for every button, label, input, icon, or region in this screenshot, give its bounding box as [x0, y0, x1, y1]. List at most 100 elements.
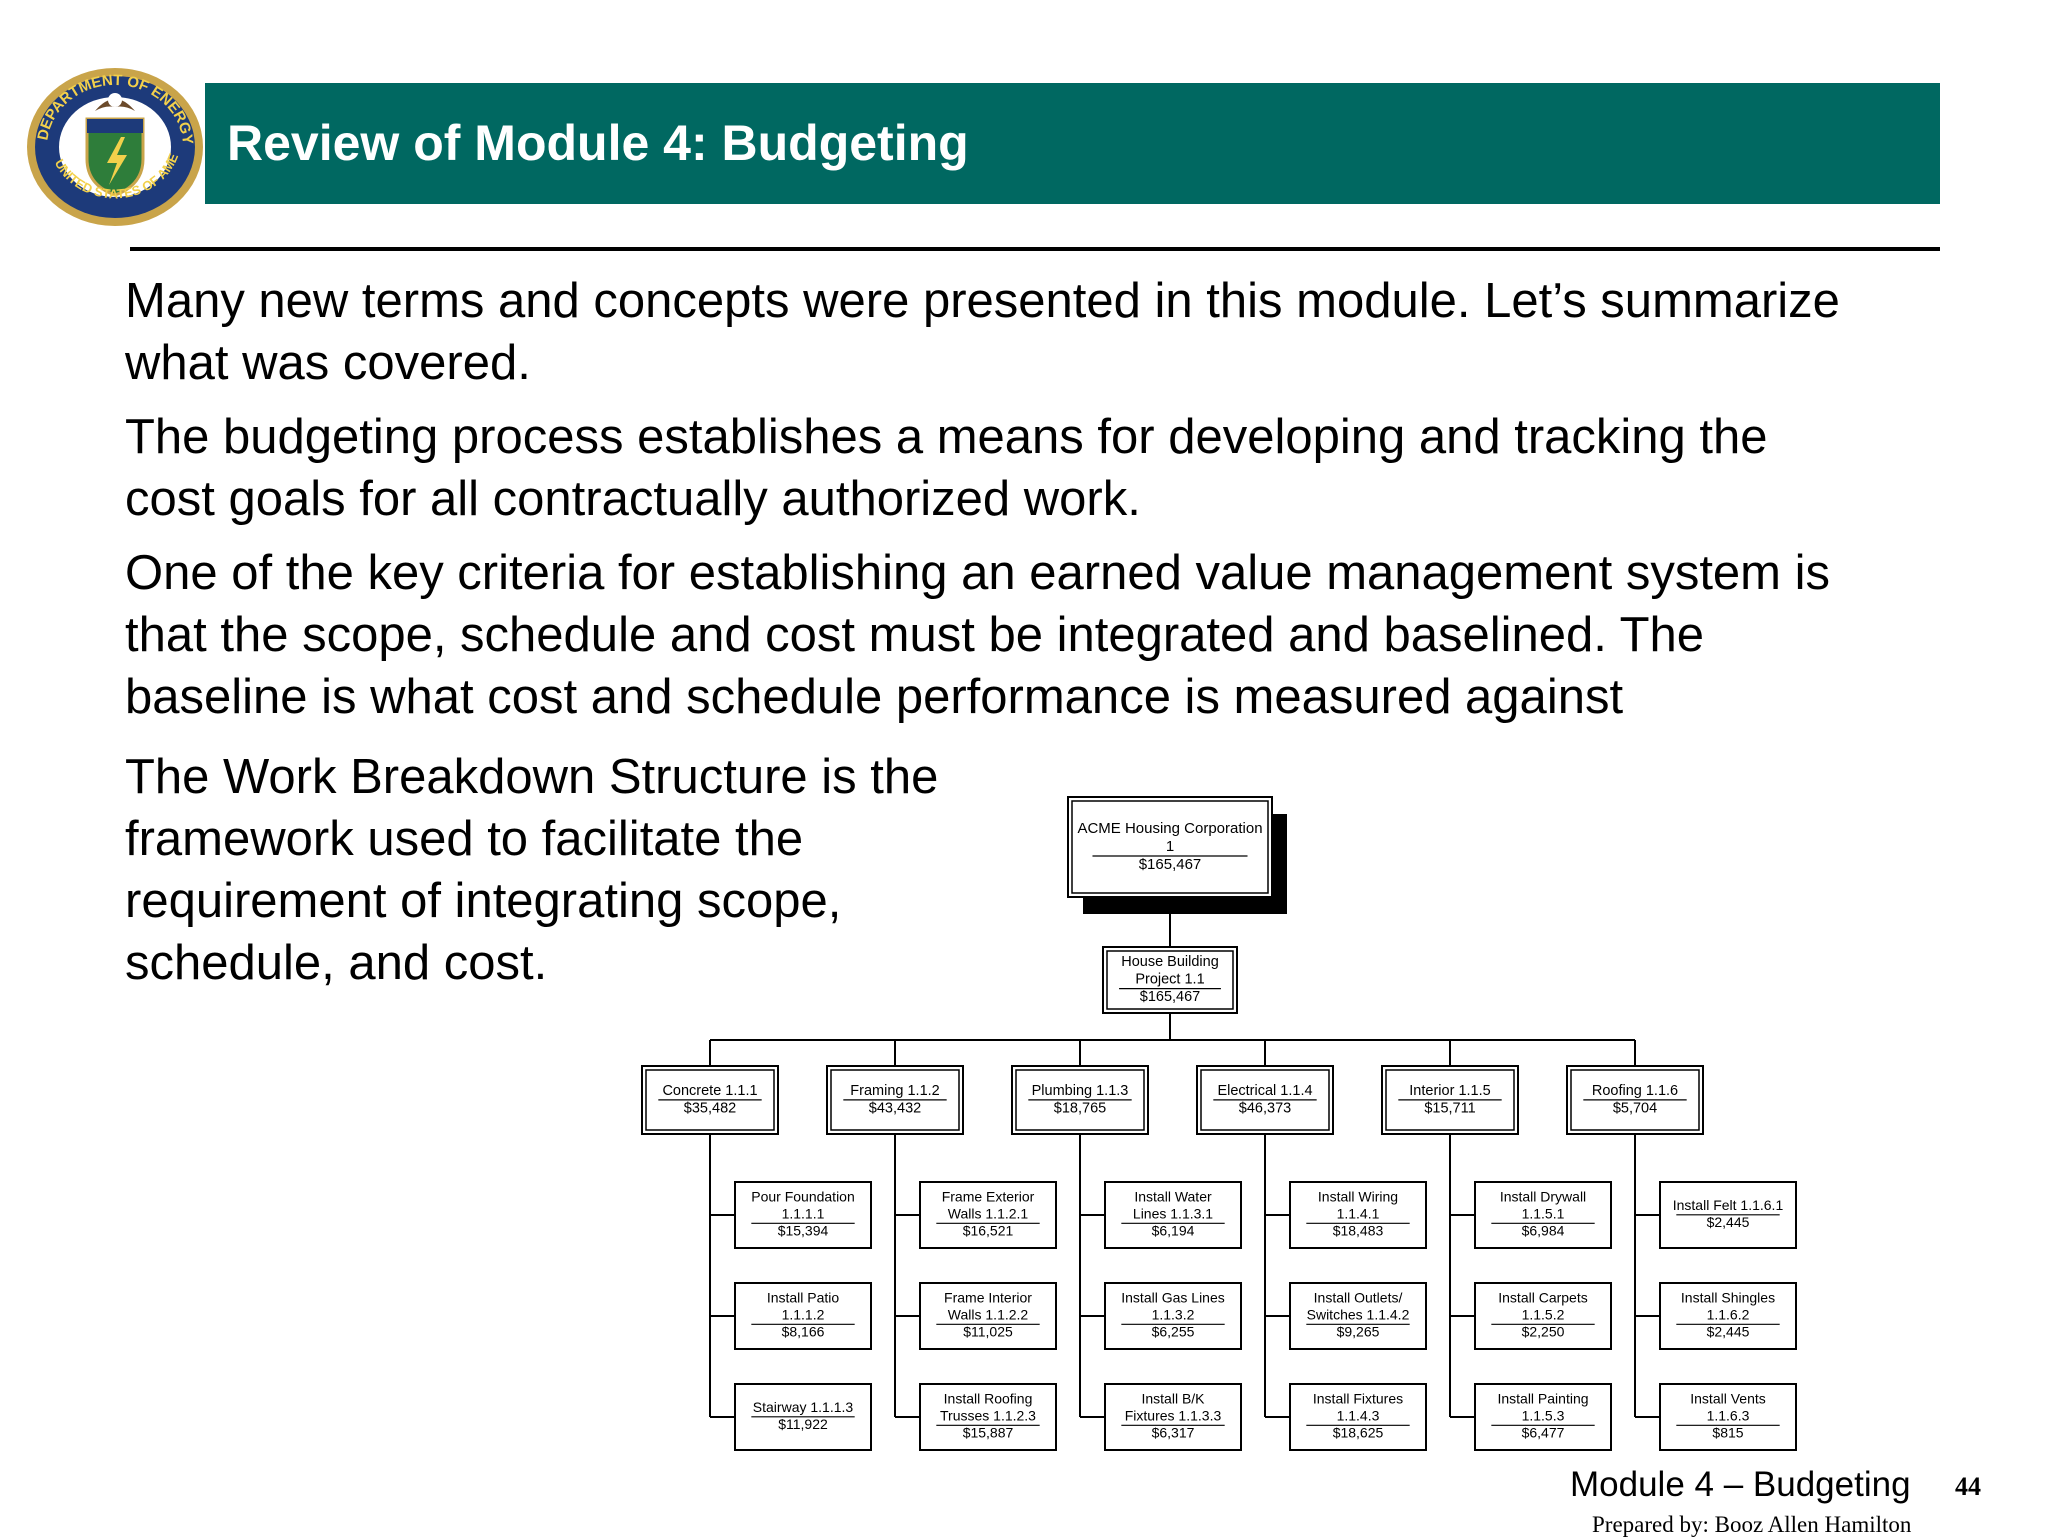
box-label: Walls 1.1.2.2	[948, 1306, 1029, 1322]
box-border	[734, 1282, 872, 1350]
box-label: 1.1.5.2	[1522, 1306, 1565, 1322]
box-label: Install Roofing	[944, 1390, 1033, 1406]
box-cost: $2,445	[1707, 1214, 1750, 1230]
text-line: framework used to facilitate the	[125, 812, 804, 866]
box-label: Framing 1.1.2	[850, 1083, 939, 1099]
text-line: what was covered.	[125, 336, 531, 390]
box-cost: $35,482	[684, 1100, 736, 1116]
box-label: Install Vents	[1690, 1390, 1766, 1406]
box-label: 1.1.5.3	[1522, 1407, 1565, 1423]
box-border	[1067, 796, 1273, 898]
category-box: Roofing 1.1.6$5,704	[1566, 1065, 1704, 1135]
text-line: baseline is what cost and schedule perfo…	[125, 670, 1624, 724]
box-label: Install Wiring	[1318, 1188, 1398, 1204]
category-box: Interior 1.1.5$15,711	[1381, 1065, 1519, 1135]
box-label: ACME Housing Corporation	[1077, 820, 1262, 837]
box-border	[1659, 1383, 1797, 1451]
paragraph-key-criteria: One of the key criteria for establishing…	[125, 542, 1955, 728]
box-label: 1.1.6.2	[1707, 1306, 1750, 1322]
text-line: cost goals for all contractually authori…	[125, 472, 1141, 526]
box-label: Stairway 1.1.1.3	[753, 1399, 854, 1415]
box-border	[1474, 1282, 1612, 1350]
text-line: schedule, and cost.	[125, 936, 548, 990]
box-cost: $18,625	[1333, 1424, 1384, 1440]
box-cost: $165,467	[1139, 856, 1202, 873]
body-paragraphs: Many new terms and concepts were present…	[125, 270, 1955, 740]
box-inner-border	[1385, 1069, 1515, 1131]
category-box: Framing 1.1.2$43,432	[826, 1065, 964, 1135]
box-cost: $16,521	[963, 1222, 1014, 1238]
box-label: Install Felt 1.1.6.1	[1673, 1197, 1784, 1213]
box-label: Install Painting	[1497, 1390, 1588, 1406]
box-label: 1.1.1.1	[782, 1205, 825, 1221]
box-border	[1289, 1383, 1427, 1451]
box-cost: $6,477	[1522, 1424, 1565, 1440]
box-border	[919, 1282, 1057, 1350]
box-label: 1.1.3.2	[1152, 1306, 1195, 1322]
wbs-description: The Work Breakdown Structure is the fram…	[125, 746, 938, 994]
box-border	[734, 1181, 872, 1249]
box-border	[1289, 1282, 1427, 1350]
prepared-by: Prepared by: Booz Allen Hamilton	[1592, 1512, 1912, 1537]
box-cost: $46,373	[1239, 1100, 1291, 1116]
box-label: Install Patio	[767, 1289, 840, 1305]
box-cost: $6,317	[1152, 1424, 1195, 1440]
box-label: Install Outlets/	[1314, 1289, 1403, 1305]
box-border	[919, 1383, 1057, 1451]
box-label: Concrete 1.1.1	[662, 1083, 757, 1099]
task-box: Install Felt 1.1.6.1$2,445	[1659, 1181, 1797, 1249]
doe-seal-logo: DEPARTMENT OF ENERGY UNITED STATES OF AM…	[20, 55, 206, 228]
box-label: Electrical 1.1.4	[1217, 1083, 1312, 1099]
title-divider	[130, 247, 1940, 251]
box-cost: $18,483	[1333, 1222, 1384, 1238]
box-cost: $15,394	[778, 1222, 829, 1238]
title-bar: Review of Module 4: Budgeting	[205, 83, 1940, 204]
box-border	[1474, 1383, 1612, 1451]
box-cost: $18,765	[1054, 1100, 1106, 1116]
text-line: The Work Breakdown Structure is the	[125, 750, 939, 804]
box-label: Switches 1.1.4.2	[1307, 1306, 1410, 1322]
box-cost: $6,194	[1152, 1222, 1195, 1238]
box-inner-border	[1106, 950, 1234, 1010]
box-cost: $6,984	[1522, 1222, 1565, 1238]
page-title: Review of Module 4: Budgeting	[227, 115, 969, 171]
box-label: 1	[1166, 838, 1174, 855]
box-label: Frame Exterior	[942, 1188, 1035, 1204]
box-label: Install Shingles	[1681, 1289, 1775, 1305]
text-line: Many new terms and concepts were present…	[125, 274, 1840, 328]
box-label: 1.1.5.1	[1522, 1205, 1565, 1221]
text-line: The budgeting process establishes a mean…	[125, 410, 1768, 464]
box-label: Project 1.1	[1135, 972, 1204, 988]
box-cost: $5,704	[1613, 1100, 1657, 1116]
box-label: 1.1.4.3	[1337, 1407, 1380, 1423]
box-label: 1.1.4.1	[1337, 1205, 1380, 1221]
box-label: Frame Interior	[944, 1289, 1032, 1305]
box-cost: $11,922	[778, 1416, 828, 1432]
box-inner-border	[830, 1069, 960, 1131]
box-label: Plumbing 1.1.3	[1032, 1083, 1129, 1099]
box-inner-border	[1015, 1069, 1145, 1131]
box-label: Pour Foundation	[751, 1188, 855, 1204]
box-cost: $43,432	[869, 1100, 921, 1116]
box-cost: $9,265	[1337, 1323, 1380, 1339]
box-inner-border	[1071, 800, 1269, 894]
box-label: Trusses 1.1.2.3	[940, 1407, 1036, 1423]
category-box: Concrete 1.1.1$35,482	[641, 1065, 779, 1135]
category-box: Plumbing 1.1.3$18,765	[1011, 1065, 1149, 1135]
box-border	[1289, 1181, 1427, 1249]
box-cost: $2,445	[1707, 1323, 1750, 1339]
